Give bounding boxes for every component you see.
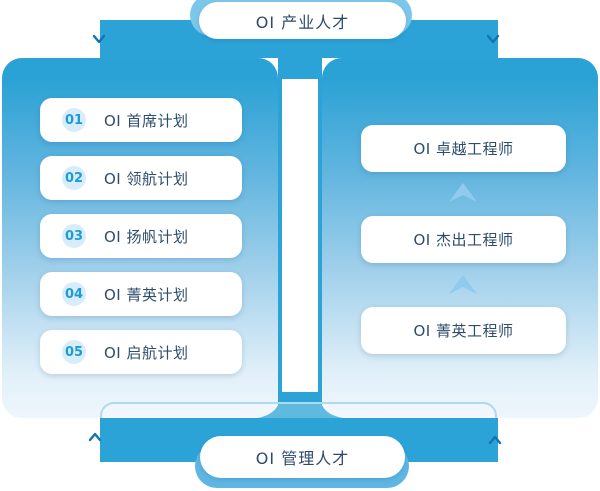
plan-card: 03 OI 扬帆计划	[40, 214, 242, 258]
chevron-up-icon	[88, 432, 102, 442]
plan-card: 05 OI 启航计划	[40, 330, 242, 374]
bottom-title-label: OI 管理人才	[255, 449, 350, 468]
plan-number-badge: 04	[62, 282, 86, 306]
center-white-strip	[282, 79, 318, 394]
engineer-label: OI 菁英工程师	[413, 322, 514, 340]
arrow-up-icon	[449, 183, 477, 202]
plan-label: OI 领航计划	[104, 169, 189, 188]
engineer-card: OI 杰出工程师	[361, 216, 566, 263]
plan-label: OI 菁英计划	[104, 285, 189, 304]
plan-number-badge: 05	[62, 340, 86, 364]
top-title-label: OI 产业人才	[255, 12, 350, 32]
plan-label: OI 首席计划	[104, 111, 189, 130]
engineer-label: OI 杰出工程师	[413, 231, 514, 249]
engineer-card: OI 卓越工程师	[361, 125, 566, 172]
plan-number-badge: 03	[62, 224, 86, 248]
engineer-label: OI 卓越工程师	[413, 140, 514, 158]
plan-label: OI 启航计划	[104, 343, 189, 362]
plan-card: 04 OI 菁英计划	[40, 272, 242, 316]
connector-flare-shape	[250, 392, 350, 419]
chevron-up-icon	[488, 435, 502, 445]
engineer-card: OI 菁英工程师	[361, 307, 566, 354]
bottom-title-pill: OI 管理人才	[200, 436, 405, 478]
chevron-down-icon	[486, 34, 500, 44]
chevron-down-icon	[92, 34, 106, 44]
arrow-up-icon	[449, 275, 477, 294]
plan-number-badge: 02	[62, 166, 86, 190]
top-title-pill: OI 产业人才	[199, 2, 406, 39]
plan-card: 02 OI 领航计划	[40, 156, 242, 200]
plan-label: OI 扬帆计划	[104, 227, 189, 246]
plan-card: 01 OI 首席计划	[40, 98, 242, 142]
plan-number-badge: 01	[62, 108, 86, 132]
